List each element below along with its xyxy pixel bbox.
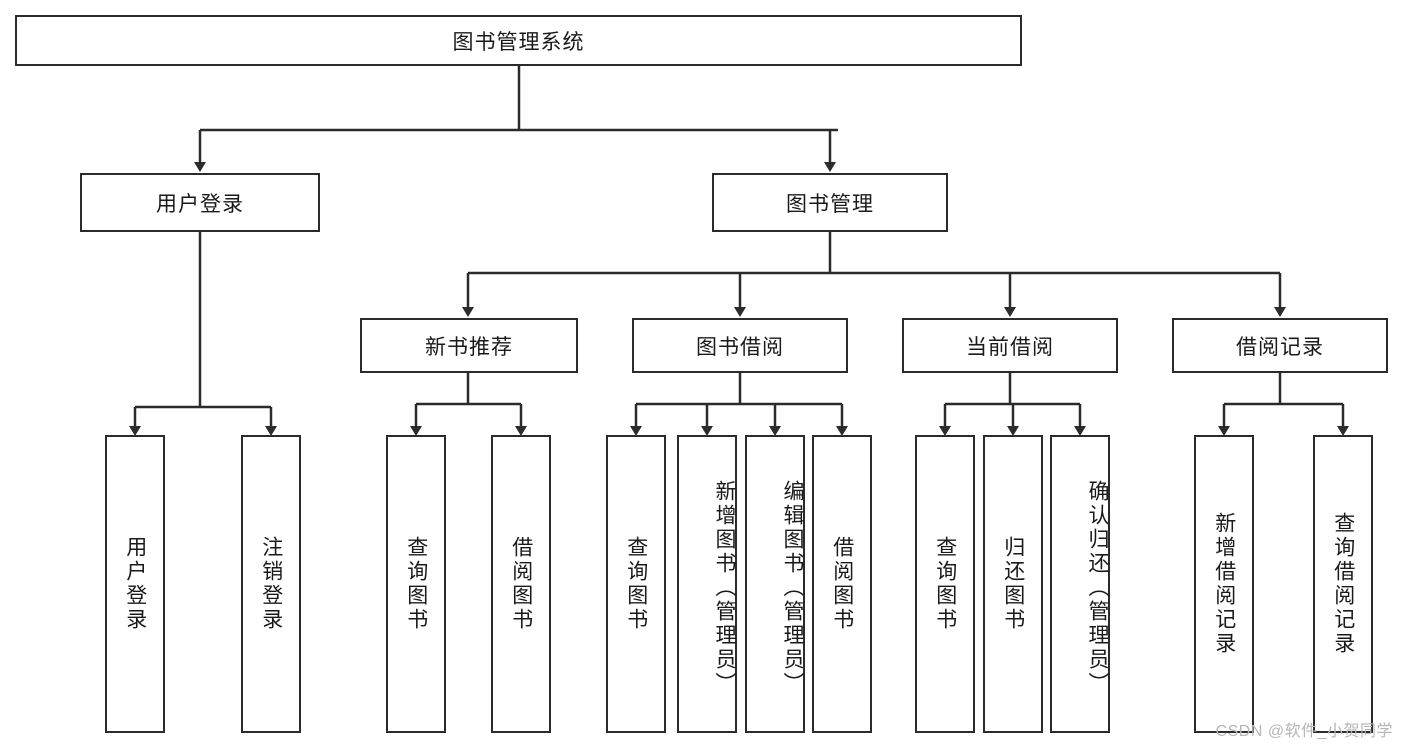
leaf-book-borrow-add[interactable]: 新增图书（管理员） — [677, 435, 737, 733]
leaf-book-borrow-edit[interactable]: 编辑图书（管理员） — [745, 435, 805, 733]
leaf-new-book-query[interactable]: 查询图书 — [386, 435, 446, 733]
node-root-system[interactable]: 图书管理系统 — [15, 15, 1022, 66]
node-current-borrow[interactable]: 当前借阅 — [902, 318, 1118, 373]
leaf-borrow-record-add[interactable]: 新增借阅记录 — [1194, 435, 1254, 733]
node-book-borrow[interactable]: 图书借阅 — [632, 318, 848, 373]
node-book-management[interactable]: 图书管理 — [712, 173, 948, 232]
leaf-user-login-login[interactable]: 用户登录 — [105, 435, 165, 733]
leaf-current-borrow-query[interactable]: 查询图书 — [915, 435, 975, 733]
leaf-book-borrow-borrow[interactable]: 借阅图书 — [812, 435, 872, 733]
csdn-watermark: CSDN @软件_小贺同学 — [1215, 723, 1393, 740]
leaf-current-borrow-return[interactable]: 归还图书 — [983, 435, 1043, 733]
leaf-book-borrow-query[interactable]: 查询图书 — [606, 435, 666, 733]
leaf-current-borrow-confirm-return[interactable]: 确认归还（管理员） — [1050, 435, 1110, 733]
leaf-new-book-borrow[interactable]: 借阅图书 — [491, 435, 551, 733]
leaf-user-login-logout[interactable]: 注销登录 — [241, 435, 301, 733]
node-user-login[interactable]: 用户登录 — [80, 173, 320, 232]
node-borrow-record[interactable]: 借阅记录 — [1172, 318, 1388, 373]
node-new-book-recommend[interactable]: 新书推荐 — [360, 318, 578, 373]
leaf-borrow-record-query[interactable]: 查询借阅记录 — [1313, 435, 1373, 733]
